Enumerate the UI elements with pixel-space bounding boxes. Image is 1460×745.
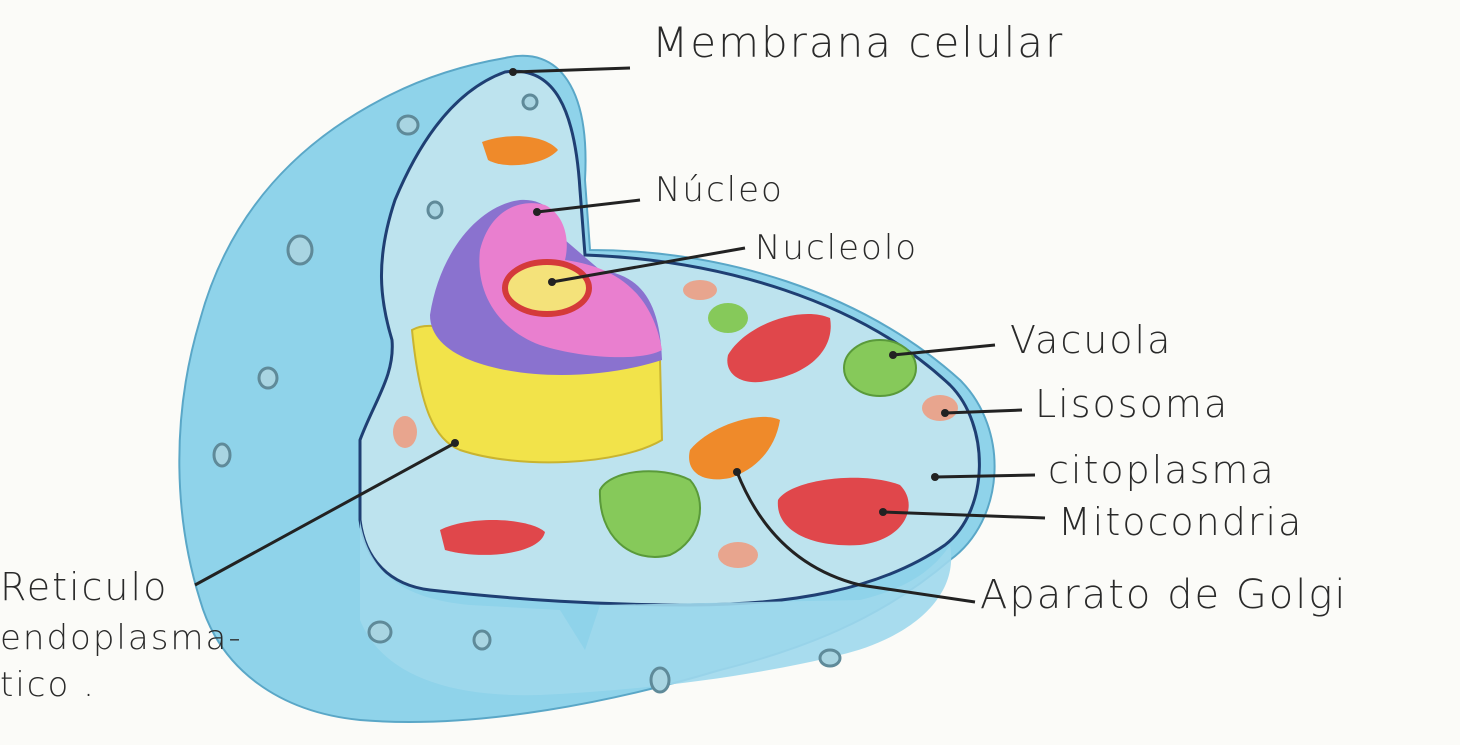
label-nucleo: Núcleo bbox=[655, 170, 784, 210]
nucleolus bbox=[505, 262, 589, 314]
vacuole-3 bbox=[708, 303, 748, 333]
label-mitocondria: Mitocondria bbox=[1058, 500, 1303, 544]
label-lisosoma: Lisosoma bbox=[1035, 382, 1229, 426]
label-nucleolo: Nucleolo bbox=[755, 228, 918, 268]
label-reticulo-line2: endoplasma- bbox=[0, 618, 243, 658]
label-citoplasma: citoplasma bbox=[1048, 448, 1276, 492]
label-vacuola: Vacuola bbox=[1010, 318, 1172, 362]
label-aparato-de-golgi: Aparato de Golgi bbox=[980, 572, 1348, 618]
vacuole-1 bbox=[844, 340, 916, 396]
label-reticulo-line1: Reticulo bbox=[0, 565, 168, 609]
label-membrana-celular: Membrana celular bbox=[652, 18, 1064, 67]
label-reticulo-line3: tico . bbox=[0, 665, 96, 705]
